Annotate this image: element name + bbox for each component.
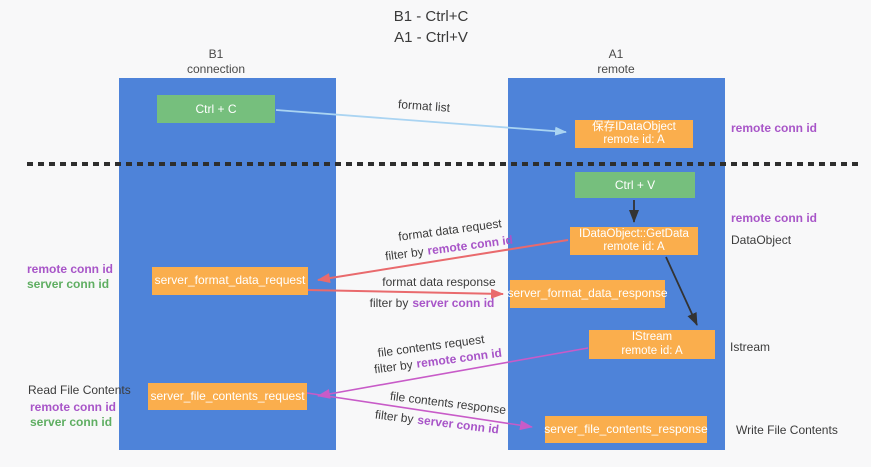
annotation-server-conn-id-top-left: server conn id — [27, 277, 110, 291]
save-dataobject-line2: remote id: A — [603, 134, 665, 146]
save-dataobject-line1: 保存IDataObject — [592, 120, 676, 133]
node-ctrl-v: Ctrl + V — [575, 172, 695, 198]
edge-label-format-data-response: format data response — [382, 275, 496, 289]
server-format-data-request-label: server_format_data_request — [154, 273, 306, 288]
annotation-write-file-contents: Write File Contents — [736, 423, 838, 437]
server-conn-id-text: server conn id — [412, 296, 495, 310]
edge-label-format-list: format list — [397, 97, 451, 115]
ctrl-c-label: Ctrl + C — [195, 102, 237, 116]
diagram-title: B1 - Ctrl+C A1 - Ctrl+V — [394, 6, 469, 48]
getdata-line1: IDataObject::GetData — [579, 227, 689, 240]
annotation-remote-conn-id-bottom-left: remote conn id — [30, 400, 117, 414]
arrow-format-data-response — [307, 288, 504, 299]
dashed-separator — [27, 162, 861, 166]
filter-by-text: filter by — [373, 357, 414, 377]
lane-a1-name: A1 — [608, 47, 624, 61]
getdata-line2: remote id: A — [603, 241, 665, 253]
lane-header-a1: A1 remote — [597, 47, 634, 77]
lane-b1-role: connection — [186, 62, 246, 76]
node-server-format-data-response: server_format_data_response — [507, 280, 668, 308]
filter-by-text: filter by — [384, 244, 425, 264]
annotation-istream: Istream — [730, 340, 771, 354]
lane-header-b1: B1 connection — [187, 47, 245, 77]
annotation-conn-ids-top-left: remote conn id server conn id — [27, 262, 113, 292]
annotation-read-file-contents: Read File Contents — [28, 383, 131, 397]
annotation-remote-conn-id-top-left: remote conn id — [27, 262, 114, 276]
ctrl-v-label: Ctrl + V — [614, 178, 656, 192]
node-ctrl-c: Ctrl + C — [157, 95, 275, 123]
node-istream: IStream remote id: A — [589, 330, 715, 359]
node-server-file-contents-response: server_file_contents_response — [544, 416, 708, 443]
annotation-server-conn-id-bottom-left: server conn id — [30, 415, 113, 429]
annotation-dataobject: DataObject — [731, 233, 792, 247]
node-server-format-data-request: server_format_data_request — [152, 267, 308, 295]
istream-line2: remote id: A — [621, 344, 683, 357]
filter-by-text: filter by — [369, 296, 409, 310]
lane-a1-role: remote — [597, 62, 635, 76]
title-line-1: B1 - Ctrl+C — [393, 8, 469, 25]
node-server-file-contents-request: server_file_contents_request — [148, 383, 307, 410]
lane-b1-name: B1 — [208, 47, 224, 61]
server-file-contents-request-label: server_file_contents_request — [150, 388, 305, 403]
server-format-data-response-label: server_format_data_response — [507, 286, 668, 301]
node-getdata: IDataObject::GetData remote id: A — [570, 227, 698, 255]
annotation-conn-ids-bottom-left: remote conn id server conn id — [30, 400, 116, 430]
istream-line1: IStream — [631, 331, 673, 343]
annotation-remote-conn-id-mid-right: remote conn id — [731, 211, 818, 225]
filter-by-text: filter by — [374, 407, 415, 427]
title-line-2: A1 - Ctrl+V — [394, 29, 468, 46]
node-save-dataobject: 保存IDataObject remote id: A — [575, 120, 693, 148]
server-conn-id-text: server conn id — [416, 412, 500, 437]
annotation-remote-conn-id-top-right: remote conn id — [731, 121, 818, 135]
server-file-contents-response-label: server_file_contents_response — [544, 421, 708, 436]
